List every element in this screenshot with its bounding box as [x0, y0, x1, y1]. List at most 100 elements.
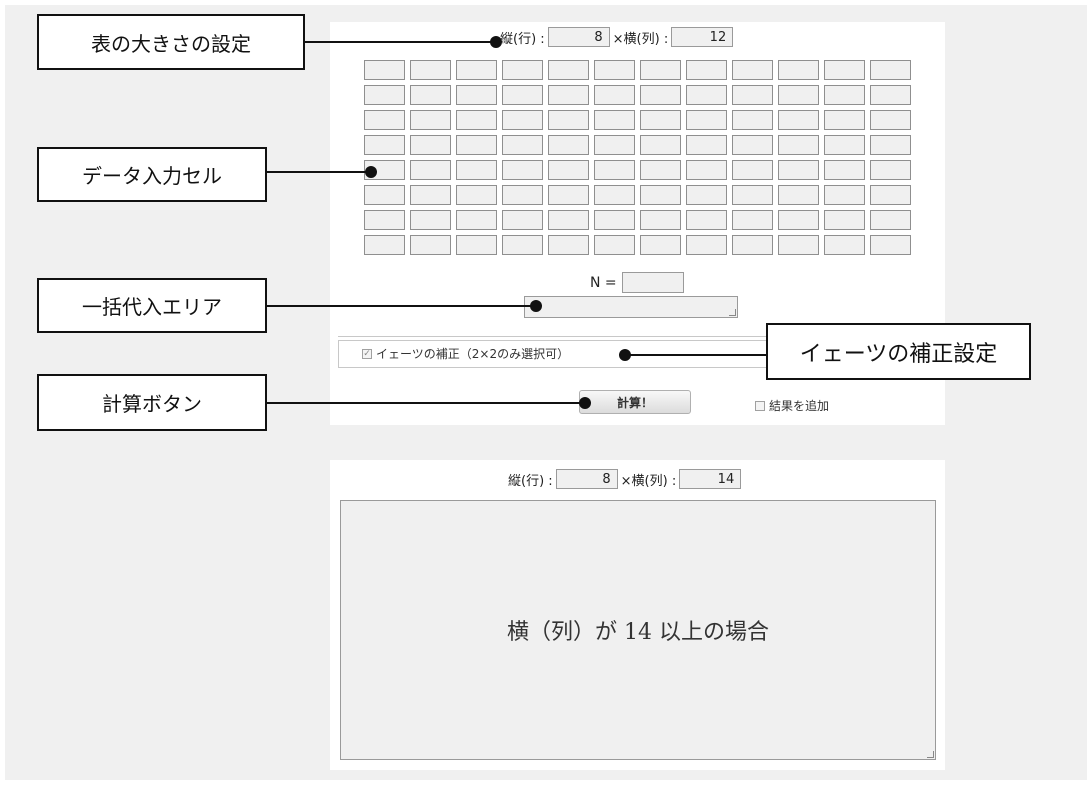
data-cell[interactable] [456, 210, 497, 230]
bulk-input-area[interactable] [524, 296, 738, 318]
data-cell[interactable] [456, 185, 497, 205]
data-cell[interactable] [548, 160, 589, 180]
data-cell[interactable] [686, 235, 727, 255]
data-cell[interactable] [594, 160, 635, 180]
data-cell[interactable] [548, 135, 589, 155]
data-cell[interactable] [870, 160, 911, 180]
data-cell[interactable] [594, 60, 635, 80]
n-input[interactable] [622, 272, 684, 293]
cols-input[interactable] [679, 469, 742, 489]
data-cell[interactable] [548, 235, 589, 255]
data-cell[interactable] [410, 210, 451, 230]
data-cell[interactable] [364, 110, 405, 130]
data-cell[interactable] [456, 235, 497, 255]
resize-grip-icon[interactable] [729, 309, 736, 316]
data-cell[interactable] [686, 160, 727, 180]
data-cell[interactable] [778, 235, 819, 255]
data-cell[interactable] [778, 210, 819, 230]
data-cell[interactable] [594, 210, 635, 230]
yates-option[interactable]: ✓ イェーツの補正（2×2のみ選択可） [362, 345, 569, 362]
data-cell[interactable] [870, 85, 911, 105]
data-cell[interactable] [548, 85, 589, 105]
data-cell[interactable] [456, 60, 497, 80]
data-cell[interactable] [640, 185, 681, 205]
data-cell[interactable] [640, 110, 681, 130]
data-cell[interactable] [732, 210, 773, 230]
data-cell[interactable] [640, 210, 681, 230]
data-cell[interactable] [502, 60, 543, 80]
data-cell[interactable] [502, 235, 543, 255]
data-cell[interactable] [502, 135, 543, 155]
data-cell[interactable] [502, 185, 543, 205]
data-cell[interactable] [732, 185, 773, 205]
data-cell[interactable] [456, 110, 497, 130]
data-cell[interactable] [364, 210, 405, 230]
checkmark-icon[interactable]: ✓ [362, 348, 372, 359]
data-cell[interactable] [824, 85, 865, 105]
data-cell[interactable] [594, 85, 635, 105]
data-cell[interactable] [778, 135, 819, 155]
data-cell[interactable] [410, 60, 451, 80]
data-cell[interactable] [456, 85, 497, 105]
append-checkbox[interactable] [755, 400, 765, 411]
data-cell[interactable] [548, 110, 589, 130]
data-cell[interactable] [686, 135, 727, 155]
data-cell[interactable] [410, 85, 451, 105]
cols-input[interactable] [671, 27, 734, 47]
data-cell[interactable] [778, 60, 819, 80]
data-cell[interactable] [686, 60, 727, 80]
data-cell[interactable] [778, 185, 819, 205]
data-cell[interactable] [732, 160, 773, 180]
data-cell[interactable] [686, 210, 727, 230]
data-cell[interactable] [640, 60, 681, 80]
data-cell[interactable] [686, 85, 727, 105]
data-cell[interactable] [594, 110, 635, 130]
data-cell[interactable] [502, 210, 543, 230]
rows-input[interactable] [547, 27, 610, 47]
data-cell[interactable] [640, 235, 681, 255]
data-cell[interactable] [824, 110, 865, 130]
calculate-button[interactable]: 計算！ [579, 390, 691, 414]
data-cell[interactable] [456, 160, 497, 180]
data-cell[interactable] [548, 210, 589, 230]
data-cell[interactable] [456, 135, 497, 155]
data-cell[interactable] [870, 110, 911, 130]
data-cell[interactable] [824, 235, 865, 255]
data-cell[interactable] [364, 60, 405, 80]
data-cell[interactable] [548, 185, 589, 205]
data-cell[interactable] [824, 135, 865, 155]
data-cell[interactable] [824, 210, 865, 230]
data-cell[interactable] [732, 60, 773, 80]
data-cell[interactable] [548, 60, 589, 80]
data-cell[interactable] [364, 235, 405, 255]
data-cell[interactable] [410, 135, 451, 155]
data-cell[interactable] [364, 185, 405, 205]
data-cell[interactable] [410, 185, 451, 205]
data-cell[interactable] [686, 110, 727, 130]
data-cell[interactable] [594, 185, 635, 205]
data-cell[interactable] [778, 85, 819, 105]
result-area[interactable]: 横（列）が 14 以上の場合 [340, 500, 936, 760]
data-cell[interactable] [732, 110, 773, 130]
data-cell[interactable] [824, 185, 865, 205]
data-cell[interactable] [410, 110, 451, 130]
data-cell[interactable] [594, 135, 635, 155]
data-cell[interactable] [778, 160, 819, 180]
data-cell[interactable] [870, 210, 911, 230]
data-cell[interactable] [870, 235, 911, 255]
rows-input[interactable] [555, 469, 618, 489]
data-cell[interactable] [824, 60, 865, 80]
data-cell[interactable] [824, 160, 865, 180]
data-cell[interactable] [870, 135, 911, 155]
data-cell[interactable] [410, 235, 451, 255]
data-cell[interactable] [594, 235, 635, 255]
resize-grip-icon[interactable] [927, 751, 934, 758]
data-cell[interactable] [732, 135, 773, 155]
data-cell[interactable] [640, 160, 681, 180]
data-cell[interactable] [732, 235, 773, 255]
data-cell[interactable] [502, 110, 543, 130]
data-cell[interactable] [732, 85, 773, 105]
data-cell[interactable] [410, 160, 451, 180]
data-cell[interactable] [364, 85, 405, 105]
data-cell[interactable] [640, 85, 681, 105]
